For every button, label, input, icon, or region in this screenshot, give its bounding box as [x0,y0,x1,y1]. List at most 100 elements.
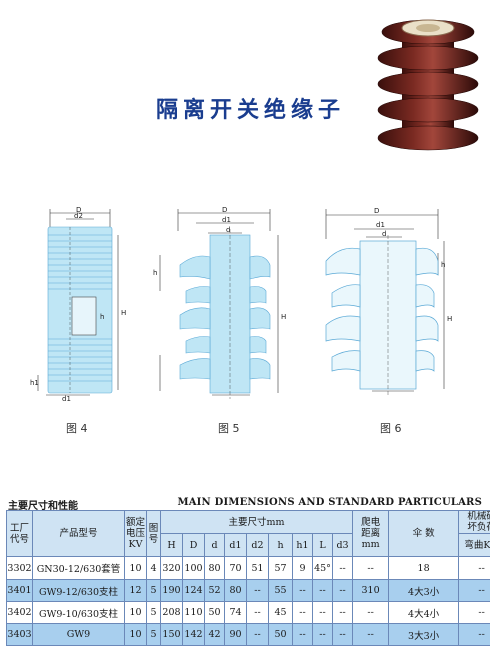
insulator-photo [377,19,479,151]
fig5-label-d1: d1 [222,216,231,224]
cell-h1: -- [292,623,313,646]
header-d1: d1 [224,533,247,557]
header-h1: h1 [292,533,313,557]
header-d2: d2 [246,533,269,557]
cell-h: 57 [268,556,293,580]
figure-6-caption: 图 6 [380,422,402,435]
cell-load: -- [458,556,490,580]
cell-d2: -- [246,601,269,624]
fig5-label-H: H [281,313,286,321]
cell-kv: 10 [124,623,147,646]
cell-load: -- [458,579,490,602]
cell-d3: -- [331,579,354,602]
header-factory-code: 工厂 代号 [6,510,33,557]
cell-creep: -- [352,556,390,580]
cell-model: GW9-12/630支柱 [32,579,125,602]
header-bending: 弯曲KN [458,533,490,557]
cell-d2: 51 [246,556,269,580]
cell-load: -- [458,601,490,624]
fig4-label-D: D [76,206,81,214]
fig6-label-h: h [441,261,445,269]
cell-d1: 90 [224,623,247,646]
header-h: h [268,533,293,557]
cell-d: 80 [204,556,225,580]
header-D: D [182,533,205,557]
cell-H: 320 [160,556,183,580]
figure-4-drawing: D d2 H h h1 d1 [30,206,126,403]
cell-code: 3402 [6,601,33,624]
section-title-cn: 主要尺寸和性能 [8,501,78,512]
cell-creep: -- [352,601,390,624]
cell-d1: 74 [224,601,247,624]
fig6-label-D: D [374,207,379,215]
header-sheds: 伞 数 [388,510,460,557]
cell-D: 124 [182,579,205,602]
cell-code: 3302 [6,556,33,580]
cell-h1: -- [292,601,313,624]
header-model: 产品型号 [32,510,125,557]
cell-code: 3401 [6,579,33,602]
cell-d3: -- [331,556,354,580]
header-L: L [312,533,333,557]
cell-d1: 80 [224,579,247,602]
cell-h: 55 [268,579,293,602]
specifications-table: 工厂 代号 产品型号 额定 电压 KV 图 号 主要尺寸mm 爬电 距离 mm … [6,510,490,646]
cell-creep: -- [352,623,390,646]
fig6-label-H: H [447,315,452,323]
fig6-label-d1: d1 [376,221,385,229]
fig4-label-d1: d1 [62,395,71,403]
cell-L: -- [312,579,333,602]
cell-model: GW9-10/630支柱 [32,601,125,624]
fig4-label-h: h [100,313,104,321]
cell-d1: 70 [224,556,247,580]
cell-L: 45° [312,556,333,580]
cell-H: 190 [160,579,183,602]
cell-kv: 10 [124,556,147,580]
cell-fig: 5 [146,623,161,646]
fig5-label-d: d [226,226,230,234]
table-row: 3401 GW9-12/630支柱 12 5 190 124 52 80 -- … [6,579,490,602]
fig4-label-H: H [121,309,126,317]
figure-5-drawing: D d1 d H h [153,206,286,399]
cell-d3: -- [331,623,354,646]
cell-sheds: 4大3小 [388,579,460,602]
cell-d2: -- [246,623,269,646]
cell-sheds: 18 [388,556,460,580]
cell-h1: -- [292,579,313,602]
table-row: 3403 GW9 10 5 150 142 42 90 -- 50 -- -- … [6,623,490,646]
cell-D: 100 [182,556,205,580]
cell-d: 52 [204,579,225,602]
cell-fig: 5 [146,601,161,624]
header-d3: d3 [331,533,354,557]
fig4-label-h1: h1 [30,379,39,387]
table-row: 3402 GW9-10/630支柱 10 5 208 110 50 74 -- … [6,601,490,624]
header-rated-voltage: 额定 电压 KV [124,510,147,557]
cell-fig: 5 [146,579,161,602]
cell-D: 110 [182,601,205,624]
cell-D: 142 [182,623,205,646]
cell-d: 50 [204,601,225,624]
cell-d3: -- [331,601,354,624]
figure-4-caption: 图 4 [66,422,88,435]
cell-model: GN30-12/630套管 [32,556,125,580]
cell-fig: 4 [146,556,161,580]
cell-kv: 10 [124,601,147,624]
fig5-label-h: h [153,269,157,277]
cell-sheds: 3大3小 [388,623,460,646]
table-row: 3302 GN30-12/630套管 10 4 320 100 80 70 51… [6,556,490,580]
header-H: H [160,533,183,557]
figure-5-caption: 图 5 [218,422,240,435]
cell-d2: -- [246,579,269,602]
cell-model: GW9 [32,623,125,646]
page-title: 隔离开关绝缘子 [156,98,346,123]
cell-h: 45 [268,601,293,624]
cell-load: -- [458,623,490,646]
header-mech-load: 机械破 坏负荷 [458,510,490,534]
cell-H: 150 [160,623,183,646]
figure-6-drawing: D d1 d H h [325,207,452,397]
cell-L: -- [312,623,333,646]
cell-h: 50 [268,623,293,646]
header-figure: 图 号 [146,510,161,557]
cell-h1: 9 [292,556,313,580]
fig4-label-d2: d2 [74,212,83,220]
